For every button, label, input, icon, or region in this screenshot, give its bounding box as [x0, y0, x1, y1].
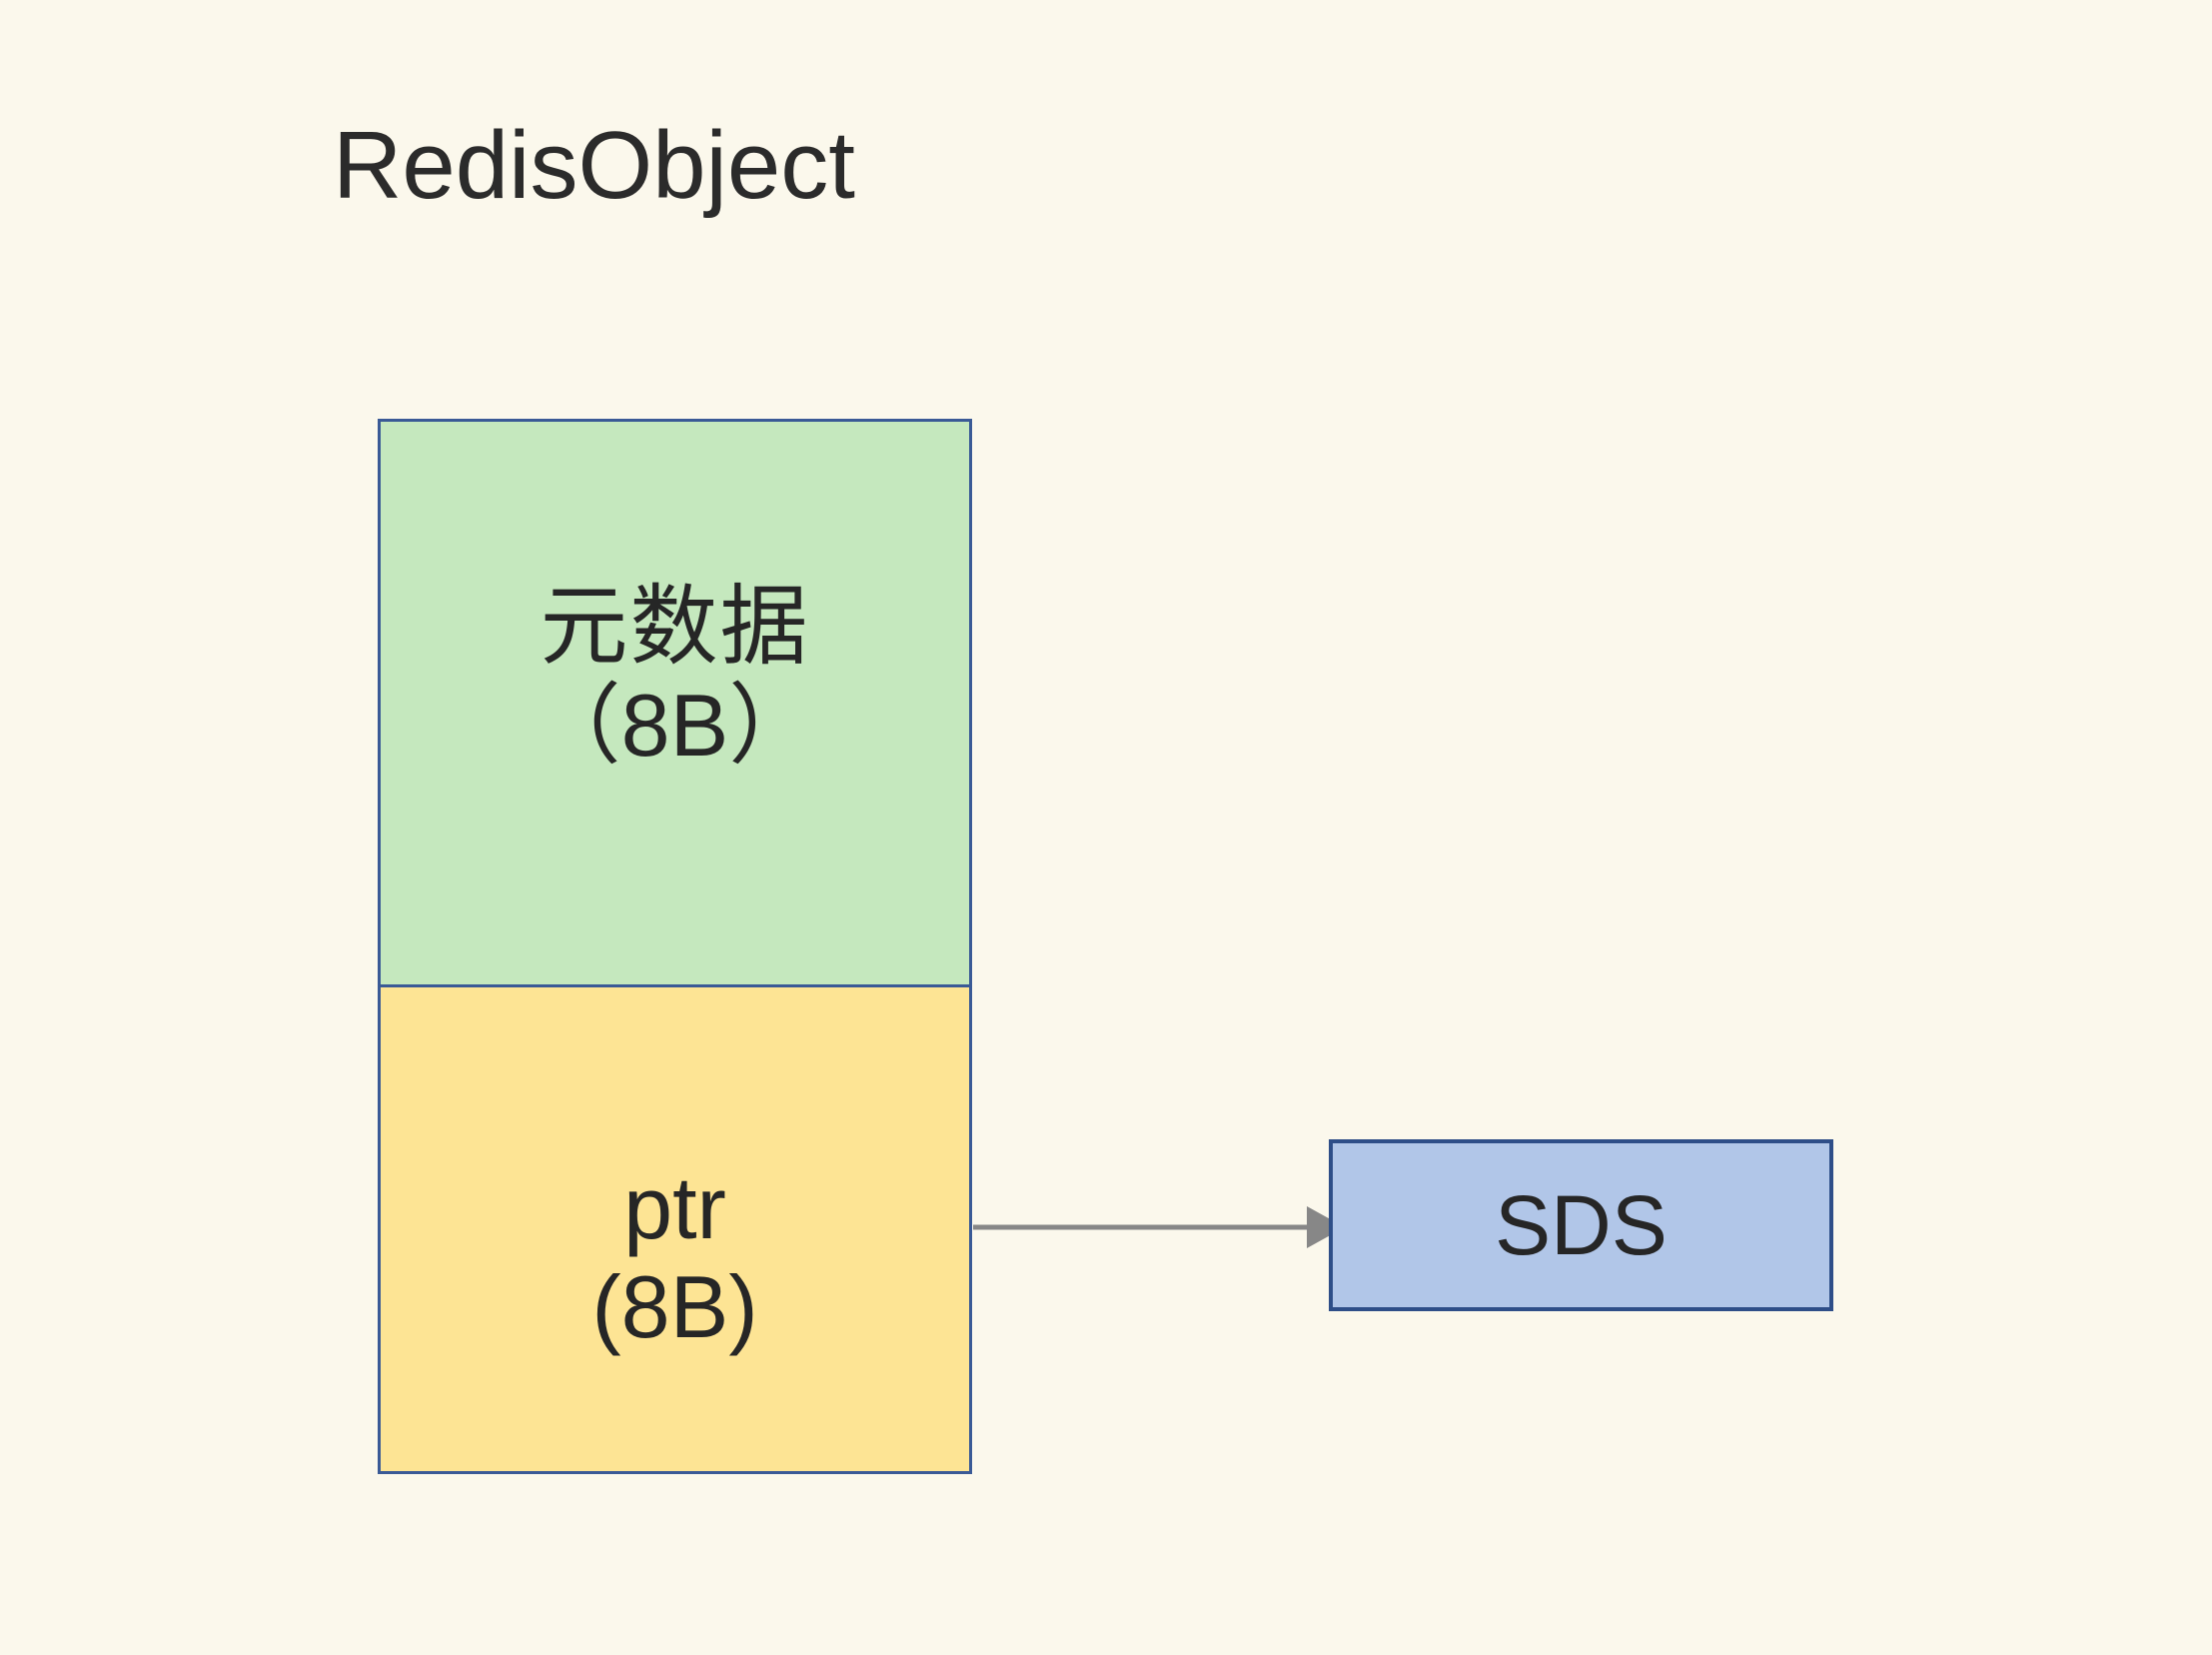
- ptr-size: (8B): [591, 1256, 758, 1356]
- struct-cell-ptr[interactable]: ptr (8B): [378, 984, 972, 1474]
- ptr-label: ptr: [623, 1158, 726, 1257]
- metadata-label: 元数据: [540, 577, 810, 676]
- redis-object-struct: 元数据 （8B） ptr (8B): [378, 419, 972, 1474]
- struct-cell-metadata[interactable]: 元数据 （8B）: [378, 419, 972, 987]
- metadata-size: （8B）: [533, 675, 817, 775]
- ptr-text-block: ptr (8B): [381, 1158, 969, 1356]
- pointer-arrow-icon: [973, 1206, 1345, 1248]
- arrow-head: [1307, 1206, 1345, 1248]
- sds-box[interactable]: SDS: [1329, 1139, 1833, 1311]
- page-title: RedisObject: [333, 112, 855, 219]
- metadata-text-block: 元数据 （8B）: [381, 577, 969, 775]
- sds-label: SDS: [1495, 1178, 1667, 1272]
